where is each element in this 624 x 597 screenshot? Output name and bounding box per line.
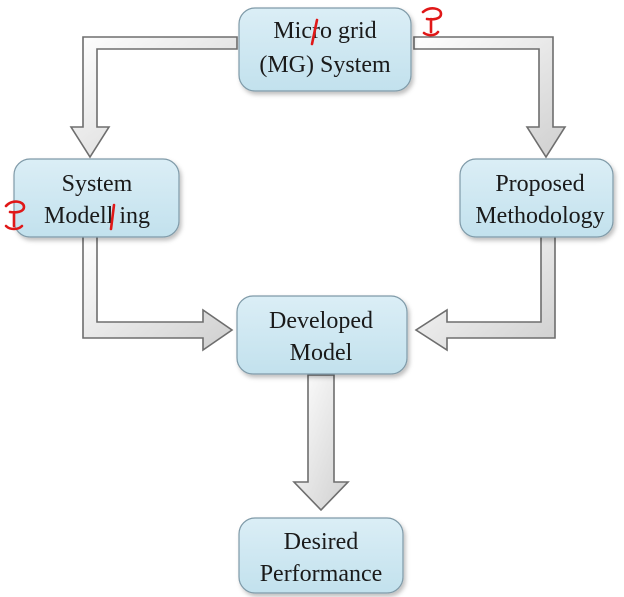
microgrid-line-2: (MG) System [259, 52, 391, 78]
edit-mark-microgrid-delete-icon [421, 7, 443, 37]
system-modelling-line-1: System [62, 171, 133, 197]
desired-performance-line-1: Desired [284, 529, 359, 555]
developed-model-line-2: Model [290, 340, 353, 366]
node-microgrid [238, 7, 412, 92]
edit-mark-modelling-caret [109, 203, 116, 231]
proposed-methodology-line-2: Methodology [475, 203, 604, 229]
proposed-methodology-line-1: Proposed [495, 171, 584, 197]
arrow-microgrid-to-system-modelling [69, 36, 238, 159]
node-proposed-methodology [459, 158, 614, 238]
node-desired-performance [238, 517, 404, 594]
edit-mark-modelling-delete-icon [4, 200, 26, 231]
desired-performance-line-2: Performance [260, 561, 383, 587]
arrow-microgrid-to-proposed-methodology [413, 36, 567, 159]
system-modelling-line-2: Modell ing [44, 203, 150, 229]
microgrid-line-1: Micro grid [273, 18, 376, 44]
node-developed-model [236, 295, 408, 375]
developed-model-line-1: Developed [269, 308, 373, 334]
arrow-system-modelling-to-developed-model [82, 235, 234, 352]
node-system-modelling [13, 158, 180, 238]
arrow-proposed-methodology-to-developed-model [414, 235, 556, 352]
edit-mark-microgrid-caret [310, 18, 319, 46]
arrow-developed-model-to-desired-performance [292, 374, 350, 512]
